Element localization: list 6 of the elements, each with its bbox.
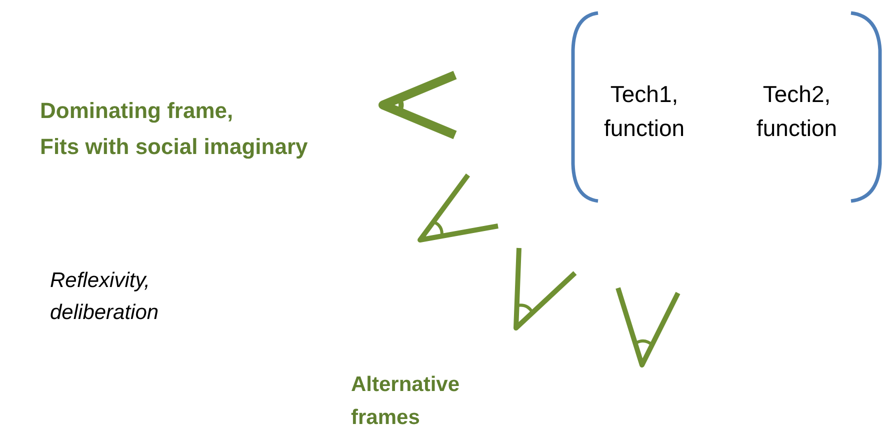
technology-text: Tech2, function — [755, 80, 838, 143]
technology-text: Tech1, function — [602, 80, 686, 143]
caption-text: Alternative frames — [351, 372, 461, 430]
caption-text: Reflexivity, deliberation — [50, 268, 160, 326]
caption-text: Dominating frame, — [40, 97, 234, 125]
caption-text: Fits with social imaginary — [40, 133, 308, 161]
